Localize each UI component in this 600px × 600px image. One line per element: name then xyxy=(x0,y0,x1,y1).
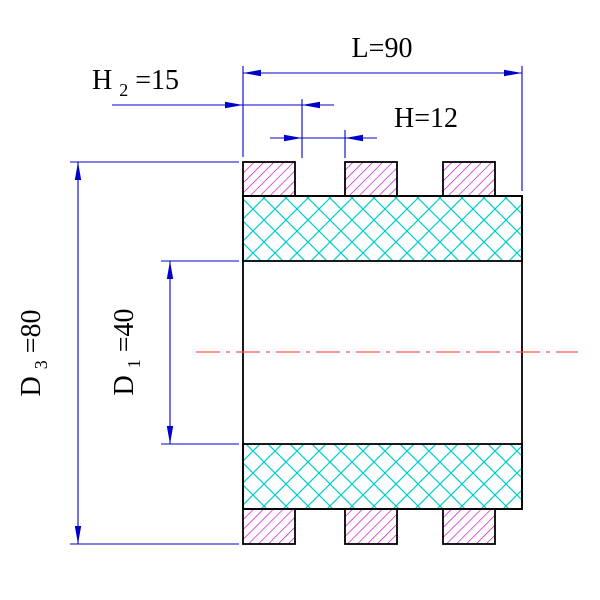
dimension-label-D3: D 3 =80 xyxy=(16,309,54,396)
dimension-L: L=90 xyxy=(242,33,523,191)
label-text: H=12 xyxy=(394,103,458,134)
part-cross-section xyxy=(242,161,523,545)
dimension-H2: H 2 =15 xyxy=(92,65,334,158)
dimension-label-H2: H 2 =15 xyxy=(92,65,179,103)
label-text: L=90 xyxy=(352,33,413,64)
label-rest: =40 xyxy=(109,308,140,352)
label-base: H xyxy=(92,65,112,96)
dimension-H: H=12 xyxy=(270,103,458,158)
tooth-top-2 xyxy=(344,161,398,197)
elastomer-band-top xyxy=(242,195,523,262)
dimension-label-D1: D 1 =40 xyxy=(109,308,147,395)
tooth-top-1 xyxy=(242,161,296,197)
dimension-D1: D 1 =40 xyxy=(109,260,239,445)
label-subscript: 3 xyxy=(31,360,51,369)
arrowhead xyxy=(166,426,174,444)
tooth-bottom-1 xyxy=(242,508,296,545)
tooth-top-3 xyxy=(442,161,496,197)
label-subscript: 2 xyxy=(119,80,128,100)
arrowhead xyxy=(74,526,82,544)
arrowhead xyxy=(504,69,522,77)
dimension-D3: D 3 =80 xyxy=(16,161,239,545)
arrowhead xyxy=(243,69,261,77)
tooth-bottom-3 xyxy=(442,508,496,545)
arrowhead xyxy=(284,134,302,142)
arrowhead xyxy=(166,261,174,279)
label-rest: =80 xyxy=(16,309,47,353)
elastomer-band-bottom xyxy=(242,443,523,510)
label-rest: =15 xyxy=(135,65,179,96)
arrowhead xyxy=(345,134,363,142)
label-base: D xyxy=(16,376,47,396)
label-subscript: 1 xyxy=(124,359,144,368)
arrowhead xyxy=(302,101,320,109)
label-base: D xyxy=(109,375,140,395)
arrowhead xyxy=(225,101,243,109)
dimension-label-L: L=90 xyxy=(352,33,413,64)
tooth-bottom-2 xyxy=(344,508,398,545)
dimension-label-H: H=12 xyxy=(394,103,458,134)
arrowhead xyxy=(74,162,82,180)
